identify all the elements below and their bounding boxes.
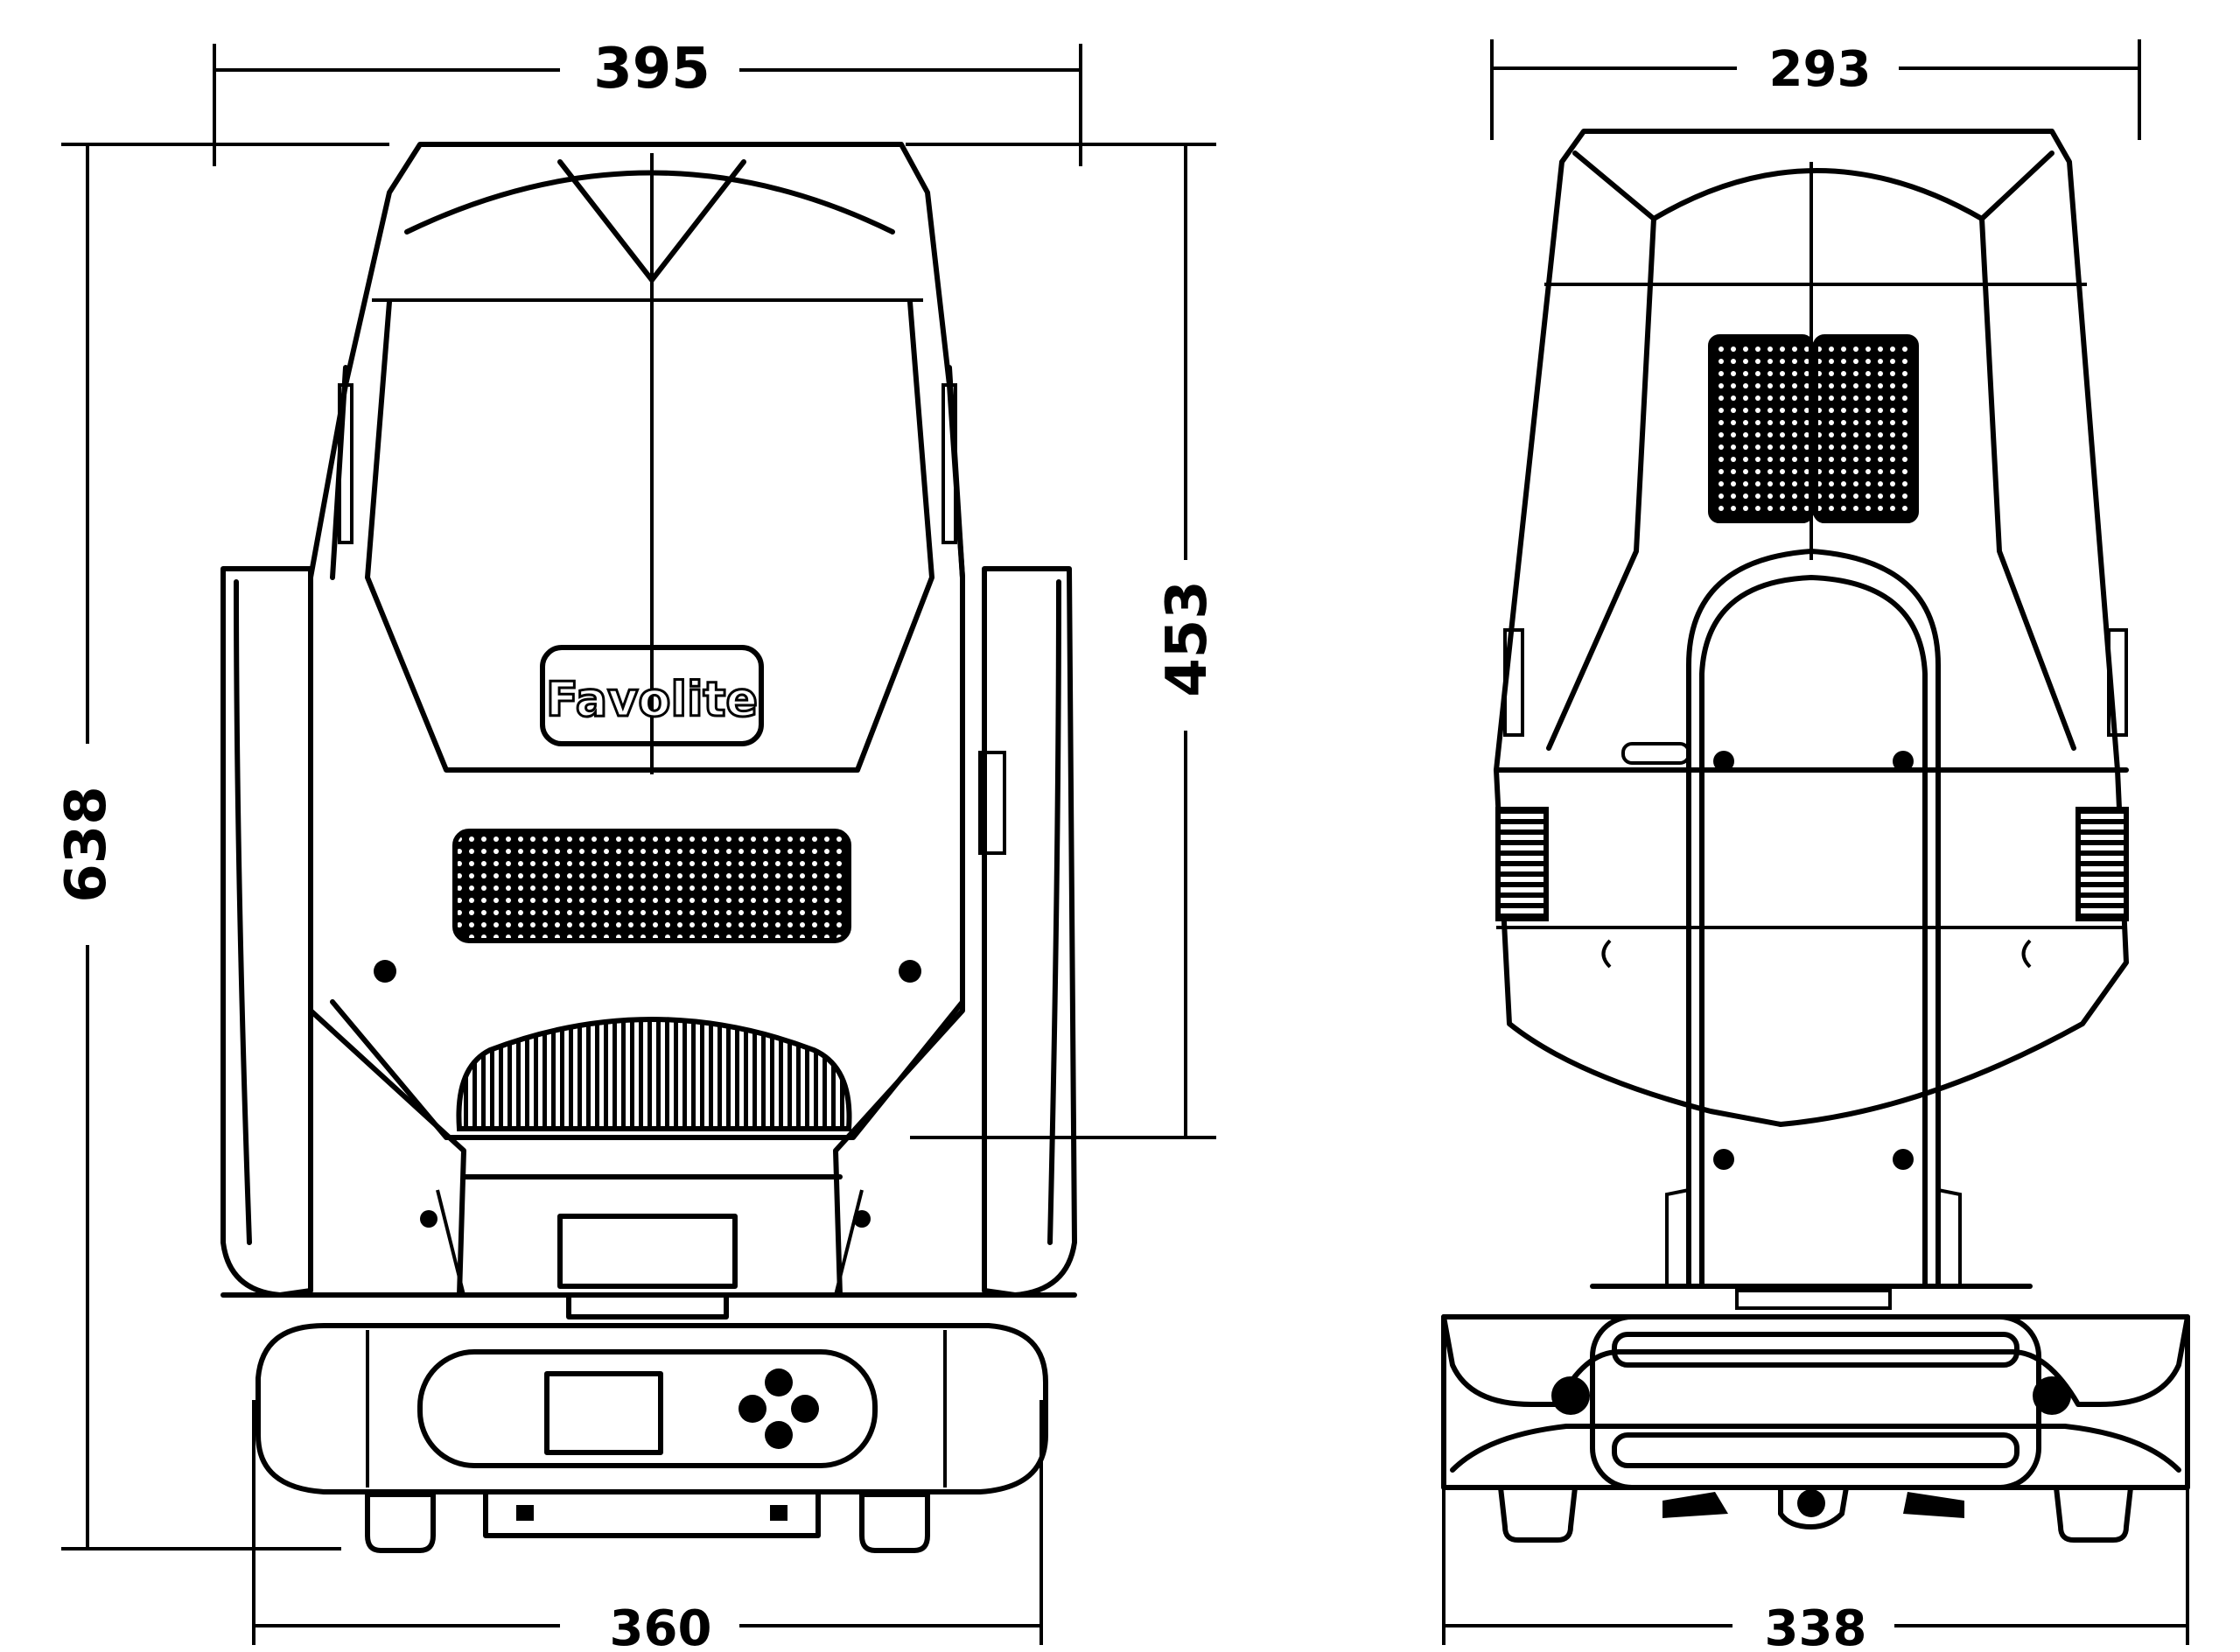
brand-logo: Favolite	[546, 672, 758, 727]
screw-icon	[1893, 1149, 1914, 1170]
front-dimension-bottom: 360	[252, 1400, 1043, 1652]
side-base	[1441, 1314, 2190, 1543]
side-yoke	[1590, 549, 2033, 1310]
front-dimension-right: 453	[906, 143, 1220, 1139]
screw-icon	[1713, 751, 1734, 772]
side-dimension-top: 293	[1490, 39, 2141, 140]
button-down-icon	[765, 1421, 793, 1449]
dimension-395: 395	[593, 37, 710, 102]
screw-icon	[420, 1210, 438, 1228]
screw-icon	[374, 960, 396, 983]
dimension-360: 360	[610, 1600, 712, 1652]
front-dimension-left: 638	[54, 143, 389, 1550]
side-handle-left	[1495, 807, 1549, 921]
side-view: 293 338	[1441, 39, 2190, 1652]
screw-icon	[1551, 1376, 1590, 1415]
front-base	[256, 1323, 1048, 1553]
front-lens-vent	[456, 1017, 852, 1131]
screw-icon	[1893, 751, 1914, 772]
side-handle-right	[2076, 807, 2129, 921]
side-vent-grille-left	[1708, 334, 1814, 523]
dimension-453: 453	[1155, 580, 1220, 697]
screw-icon	[1713, 1149, 1734, 1170]
side-vent-grille-right	[1813, 334, 1919, 523]
front-dimension-top: 395	[213, 37, 1082, 166]
side-head	[1494, 129, 2129, 1127]
dimension-293: 293	[1769, 41, 1872, 98]
dimension-338: 338	[1765, 1600, 1867, 1652]
button-left-icon	[738, 1395, 766, 1423]
button-right-icon	[791, 1395, 819, 1423]
screw-icon	[2033, 1376, 2071, 1415]
front-view: 395 638 453 360	[54, 37, 1220, 1652]
screw-icon	[853, 1210, 871, 1228]
screw-icon	[899, 960, 921, 983]
display-screen	[544, 1371, 663, 1455]
button-up-icon	[765, 1368, 793, 1396]
front-vent-grille	[452, 829, 851, 943]
dimension-638: 638	[54, 786, 119, 903]
front-head: Favolite	[308, 142, 1006, 1320]
